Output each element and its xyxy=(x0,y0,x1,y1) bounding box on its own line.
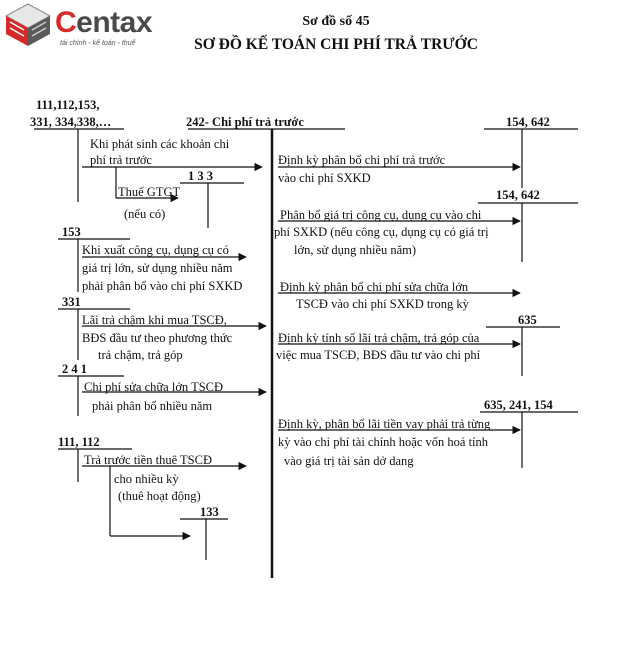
logo-initial: C xyxy=(55,6,77,39)
e1-vat-line1: Thuế GTGT xyxy=(118,185,181,199)
r1-line1: Định kỳ phân bổ chi phí trả trước xyxy=(278,153,446,167)
account-source-top-2: 331, 334,338,… xyxy=(30,115,112,129)
e4-line2: phải phân bổ nhiều năm xyxy=(92,399,213,413)
r3-line2: TSCĐ vào chi phí SXKD trong kỳ xyxy=(296,297,469,311)
r4-line1: Định kỳ tính số lãi trả chậm, trả góp củ… xyxy=(278,331,480,345)
account-right-2: 154, 642 xyxy=(496,188,540,202)
e5-line1: Trả trước tiền thuê TSCĐ xyxy=(84,453,212,467)
logo-cube-icon xyxy=(4,3,52,46)
logo-rest: entax xyxy=(76,6,153,39)
r3-line1: Định kỳ phân bổ chi phí sửa chữa lớn xyxy=(280,280,469,294)
e5-line2: cho nhiều kỳ xyxy=(114,472,179,486)
logo-tagline: tài chính - kế toán - thuế xyxy=(60,40,136,47)
r4-line2: việc mua TSCĐ, BĐS đầu tư vào chi phí xyxy=(276,348,481,362)
account-331: 331 xyxy=(62,295,81,309)
account-center: 242- Chi phí trả trước xyxy=(186,115,304,129)
e1-vat-line2: (nếu có) xyxy=(124,207,166,221)
account-635: 635 xyxy=(518,313,537,327)
e2-line1: Khi xuất công cụ, dụng cụ có xyxy=(82,243,229,257)
r2-line1: Phân bổ giá trị công cụ, dụng cụ vào chi xyxy=(280,208,482,222)
r5-line1: Định kỳ, phân bổ lãi tiền vay phải trả t… xyxy=(278,417,491,431)
r2-line2: phí SXKD (nếu công cụ, dụng cụ có giá tr… xyxy=(274,225,489,239)
e3-line1: Lãi trả chậm khi mua TSCĐ, xyxy=(82,313,227,327)
account-133-a: 1 3 3 xyxy=(188,169,213,183)
diagram-title: SƠ ĐỒ KẾ TOÁN CHI PHÍ TRẢ TRƯỚC xyxy=(194,36,478,53)
r5-line3: vào giá trị tài sản dở dang xyxy=(284,454,414,468)
account-153: 153 xyxy=(62,225,81,239)
e2-line3: phải phân bổ vào chi phí SXKD xyxy=(82,279,243,293)
e4-line1: Chi phí sửa chữa lớn TSCĐ xyxy=(84,380,224,394)
e2-line2: giá trị lớn, sử dụng nhiều năm xyxy=(82,261,233,275)
account-source-top-1: 111,112,153, xyxy=(36,98,100,112)
r2-line3: lớn, sử dụng nhiều năm) xyxy=(294,243,417,257)
e3-line2: BĐS đầu tư theo phương thức xyxy=(82,331,233,345)
account-right-3: 635, 241, 154 xyxy=(484,398,553,412)
r5-line2: kỳ vào chi phí tài chính hoặc vốn hoá tí… xyxy=(278,435,489,449)
account-111-112: 111, 112 xyxy=(58,435,100,449)
e5-line3: (thuê hoạt động) xyxy=(118,489,201,503)
account-right-1: 154, 642 xyxy=(506,115,550,129)
r1-line2: vào chi phí SXKD xyxy=(278,171,371,185)
account-241: 2 4 1 xyxy=(62,362,87,376)
e1-line1: Khi phát sinh các khoản chi xyxy=(90,137,230,151)
logo-wordmark: Centax xyxy=(55,6,153,40)
e3-line3: trả chậm, trả góp xyxy=(98,348,183,362)
diagram-subtitle: Sơ đồ số 45 xyxy=(302,14,370,29)
e1-line2: phí trả trước xyxy=(90,153,152,167)
account-133-b: 133 xyxy=(200,505,219,519)
